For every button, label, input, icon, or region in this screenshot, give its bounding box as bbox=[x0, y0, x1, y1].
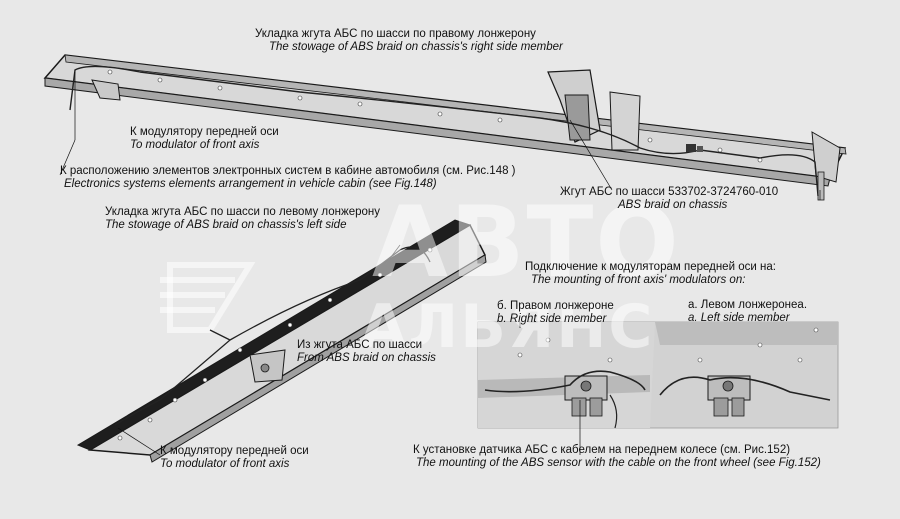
watermark-logo-icon bbox=[160, 262, 256, 333]
label-ru: К установке датчика АБС с кабелем на пер… bbox=[413, 444, 791, 456]
label-right-stowage: Укладка жгута АБС по шасси по правому ло… bbox=[255, 28, 563, 54]
modulator-valve-icon bbox=[564, 375, 608, 417]
label-en: b. Right side member bbox=[497, 313, 607, 325]
label-ru: Укладка жгута АБС по шасси по правому ло… bbox=[255, 28, 536, 40]
label-to-modulator-bottom: К модулятору передней оси To modulator o… bbox=[160, 445, 309, 471]
label-ru: К расположению элементов электронных сис… bbox=[60, 165, 516, 177]
label-ru: а. Левом лонжеронеа. bbox=[688, 299, 808, 311]
label-ru: Подключение к модуляторам передней оси н… bbox=[525, 261, 776, 273]
leader-lines bbox=[59, 72, 821, 456]
label-sensor: К установке датчика АБС с кабелем на пер… bbox=[413, 444, 821, 470]
label-ru: Жгут АБС по шасси 533702-3724760-010 bbox=[560, 186, 779, 198]
label-ru: б. Правом лонжероне bbox=[497, 300, 614, 312]
label-from-braid: Из жгута АБС по шасси From ABS braid on … bbox=[297, 339, 436, 365]
label-ru: Из жгута АБС по шасси bbox=[297, 339, 423, 351]
modulator-valve-icon bbox=[707, 375, 751, 417]
label-to-modulator-top: К модулятору передней оси To modulator o… bbox=[130, 126, 279, 152]
label-en: a. Left side member bbox=[688, 312, 790, 324]
label-en: The mounting of front axis' modulators o… bbox=[531, 274, 746, 286]
label-en: To modulator of front axis bbox=[160, 458, 290, 470]
label-en: The stowage of ABS braid on chassis's le… bbox=[105, 219, 347, 231]
label-en: ABS braid on chassis bbox=[618, 199, 728, 211]
label-ru: К модулятору передней оси bbox=[160, 445, 309, 457]
left-cable-leader bbox=[384, 244, 401, 266]
label-en: To modulator of front axis bbox=[130, 139, 260, 151]
label-en: Electronics systems elements arrangement… bbox=[64, 178, 437, 190]
modulator-connector-icon bbox=[686, 144, 703, 152]
label-left-stowage: Укладка жгута АБС по шасси по левому лон… bbox=[105, 206, 380, 232]
label-harness: Жгут АБС по шасси 533702-3724760-010 ABS… bbox=[560, 186, 778, 212]
label-connection: Подключение к модуляторам передней оси н… bbox=[525, 261, 776, 287]
right-member-cable bbox=[69, 65, 819, 197]
label-right-member: б. Правом лонжероне b. Right side member bbox=[497, 300, 614, 326]
label-ru: Укладка жгута АБС по шасси по левому лон… bbox=[105, 206, 381, 218]
left-member-cable bbox=[114, 246, 431, 426]
label-en: From ABS braid on chassis bbox=[297, 352, 436, 364]
label-left-member: а. Левом лонжеронеа. a. Left side member bbox=[688, 299, 807, 325]
label-en: The stowage of ABS braid on chassis's ri… bbox=[269, 41, 563, 53]
label-electronics: К расположению элементов электронных сис… bbox=[60, 165, 516, 191]
label-en: The mounting of the ABS sensor with the … bbox=[416, 457, 821, 469]
left-side-member bbox=[76, 219, 487, 463]
label-ru: К модулятору передней оси bbox=[130, 126, 279, 138]
modulator-detail-inset bbox=[477, 321, 839, 429]
